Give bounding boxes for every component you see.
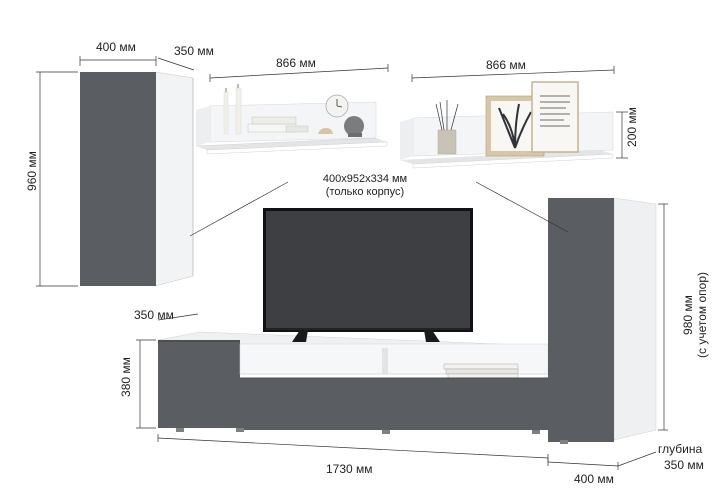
shelf-right-dim-lines [411,66,628,159]
tall-cabinet-height-label: 980 мм [681,295,695,335]
shelf-left-dim-line [209,64,389,82]
tv [263,208,473,342]
tall-cabinet [548,197,657,444]
tv-stand-depth-label: 350 мм [134,308,174,322]
shelf-height-label: 200 мм [625,107,639,147]
shelf-right [400,81,614,169]
wall-cabinet-dim-lines [36,56,195,287]
tv-screen [266,211,470,329]
wall-cabinet-width-label: 400 мм [96,40,136,54]
tv-stand-height-label: 380 мм [119,357,133,397]
wall-cabinet-side [154,71,194,287]
body-note-label: (только корпус) [325,186,405,198]
shelf-left [195,84,388,155]
tv-stand-dim-lines [136,313,549,462]
tall-cabinet-width-label: 400 мм [574,472,614,486]
depth-label: глубина [658,442,703,456]
wall-cabinet-height-label: 960 мм [25,151,39,191]
body-leader-lines [189,181,569,237]
tall-cabinet-note-label: (с учетом опор) [695,272,709,358]
body-size-label: 400x952x334 мм [322,173,408,185]
tv-stand-width-label: 1730 мм [326,462,373,476]
tv-stand-left-box [158,340,240,428]
depth-value-label: 350 мм [664,458,704,472]
tv-stand-drawer [240,378,548,430]
shelf-right-width-label: 866 мм [486,58,526,72]
shelf-left-width-label: 866 мм [276,56,316,70]
wall-cabinet-door [80,72,156,286]
tv-stand [157,331,549,434]
frame-quote-lines [540,95,570,127]
tall-cabinet-door [548,198,614,442]
wall-cabinet [80,71,194,287]
wall-cabinet-depth-label: 350 мм [174,44,214,58]
